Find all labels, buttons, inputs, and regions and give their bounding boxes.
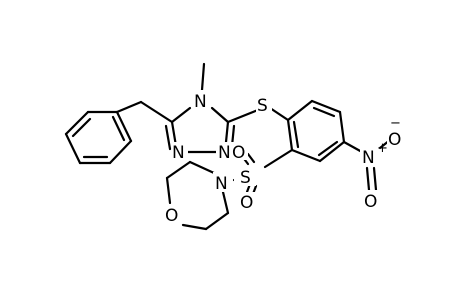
atom-o-nitro-bottom: O	[364, 192, 377, 212]
atom-o-sulfonyl-2: O	[240, 193, 253, 213]
atom-n-triazole-2: N	[218, 143, 231, 163]
bond	[286, 118, 294, 152]
bond	[115, 110, 133, 143]
bond-so-upper	[246, 152, 256, 164]
bond	[210, 106, 230, 124]
double-bond-inner	[317, 140, 339, 157]
bond	[64, 132, 82, 165]
atom-o-nitro-top: O	[388, 130, 401, 150]
atom-n-morpholine: N	[215, 174, 228, 194]
double-bond-inner	[111, 115, 126, 142]
bond-n-methyl	[200, 62, 206, 92]
bond	[310, 99, 342, 114]
bond	[290, 148, 322, 163]
bond	[224, 120, 230, 144]
atom-n-triazole-1: N	[172, 143, 185, 163]
atom-o-sulfonyl-1: O	[232, 143, 245, 163]
double-bond-inner	[164, 124, 172, 151]
atom-n-nitro: N	[362, 148, 375, 168]
bond-benzyl-ch2	[115, 100, 143, 114]
bond-triazole-s	[226, 108, 260, 124]
bond	[108, 139, 133, 165]
atom-s-thioether: S	[257, 96, 268, 116]
bond	[338, 110, 346, 144]
bond	[221, 190, 230, 215]
double-bond-inner	[312, 106, 336, 118]
bond	[188, 160, 216, 175]
double-bond-inner	[71, 117, 92, 138]
bond-n-o-bottom	[372, 166, 378, 192]
atom-s-sulfonyl: S	[240, 168, 251, 188]
phenyl-ring	[64, 110, 133, 165]
bond	[170, 106, 192, 124]
double-bond-inner	[292, 120, 300, 149]
charge-plus: +	[377, 141, 388, 156]
bond-s-aryl	[268, 106, 290, 122]
bond	[204, 211, 230, 231]
charge-minus: −	[390, 116, 401, 131]
bond	[165, 160, 192, 180]
morpholine-ring	[165, 160, 230, 231]
atom-n-methyl: N	[194, 92, 207, 112]
bond-aryl-nitro	[342, 140, 364, 154]
bond-ch2-triazole	[139, 100, 174, 124]
atom-o-morpholine: O	[165, 206, 178, 226]
bond	[181, 223, 208, 231]
bond-aryl-sulfonyl	[263, 148, 294, 169]
bond	[64, 110, 90, 136]
aryl-ring	[286, 99, 346, 163]
bond-n-o-bottom	[365, 166, 371, 192]
bond	[318, 140, 346, 163]
bond	[286, 99, 314, 122]
bond	[165, 176, 172, 205]
